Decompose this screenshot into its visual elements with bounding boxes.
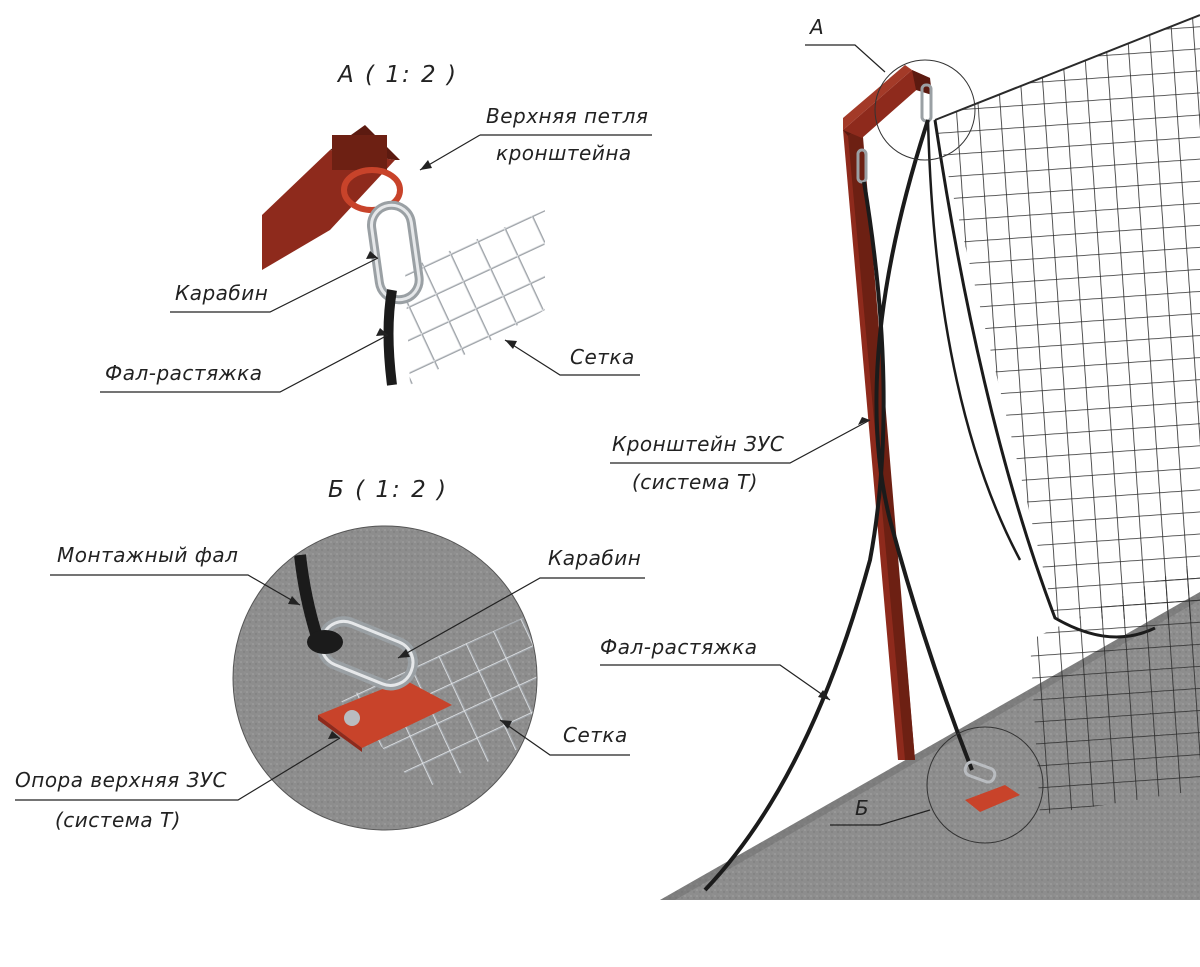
- detail-b-title: Б ( 1: 2 ): [328, 477, 448, 503]
- detail-b-plate: [318, 680, 452, 748]
- detail-a-bracket: [262, 150, 395, 270]
- label-b-support-line1: Опора верхняя ЗУС: [15, 768, 227, 792]
- label-top-loop-line1: Верхняя петля: [486, 104, 649, 128]
- guy-rope-left: [703, 181, 886, 892]
- detail-a-rope: [383, 289, 397, 386]
- detail-a-loop: [341, 167, 403, 213]
- callout-circle-a: [874, 59, 976, 161]
- detail-a-title: А ( 1: 2 ): [338, 62, 458, 88]
- label-b-carabiner: Карабин: [548, 546, 642, 570]
- label-main-guy-rope: Фал-растяжка: [600, 635, 758, 659]
- label-bracket-line1: Кронштейн ЗУС: [612, 432, 785, 456]
- bracket-post: [843, 65, 932, 760]
- main-anchor-plate: [965, 785, 1020, 812]
- detail-a-carabiner: [367, 200, 424, 305]
- label-a-net: Сетка: [570, 345, 635, 369]
- label-b-net: Сетка: [563, 723, 628, 747]
- callout-b-label: Б: [855, 796, 870, 820]
- main-view: [600, 14, 1200, 900]
- label-a-guy-rope: Фал-растяжка: [105, 361, 263, 385]
- detail-b: [15, 525, 645, 831]
- detail-a-net: [405, 210, 545, 385]
- main-carabiner-left: [856, 148, 868, 184]
- detail-a: [100, 125, 652, 393]
- label-b-support-line2: (система Т): [55, 808, 181, 832]
- label-b-mounting-rope: Монтажный фал: [57, 543, 239, 567]
- label-top-loop-line2: кронштейна: [496, 141, 632, 165]
- guy-rope-right: [874, 119, 974, 771]
- callout-a-label: А: [810, 15, 825, 39]
- label-a-carabiner: Карабин: [175, 281, 269, 305]
- label-bracket-line2: (система Т): [632, 470, 758, 494]
- callout-circle-b: [926, 726, 1044, 844]
